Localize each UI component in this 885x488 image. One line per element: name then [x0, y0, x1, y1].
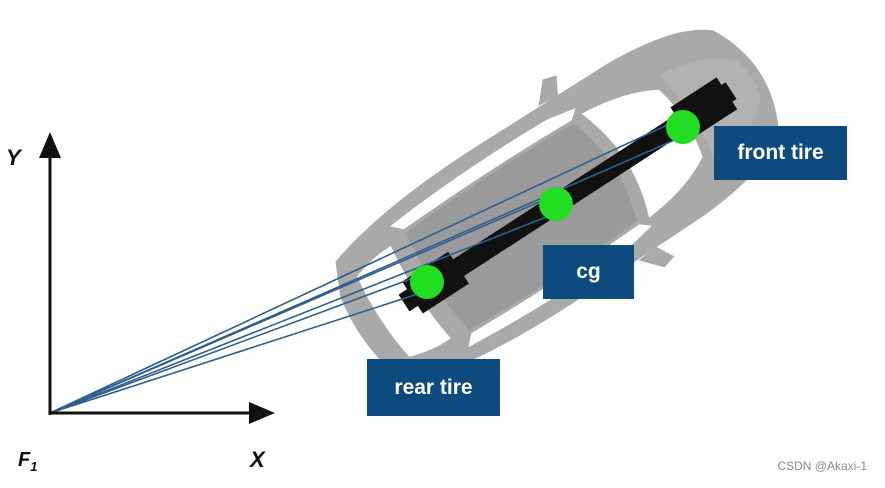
position-vectors [49, 118, 687, 414]
rear-tire-point [410, 265, 444, 299]
mirror-left [538, 75, 558, 107]
mirror-right [638, 246, 675, 268]
cg-ray [49, 211, 560, 414]
rear-tire-ray [49, 273, 425, 414]
rear-tire-label: rear tire [367, 359, 500, 416]
front-tire-point [666, 110, 700, 144]
cg-label: cg [543, 245, 634, 299]
watermark: CSDN @Akaxi-1 [777, 459, 867, 473]
y-axis-label: Y [6, 145, 21, 170]
origin-letter: F [18, 449, 31, 471]
rear-tire-ray [49, 289, 431, 414]
front-tire-ray [49, 134, 687, 414]
reference-points [410, 110, 700, 299]
cg-point [539, 187, 573, 221]
x-axis-label: X [250, 447, 265, 472]
y-axis-arrow-icon [39, 132, 61, 158]
side-window-top [389, 108, 576, 230]
front-tire-label: front tire [714, 126, 847, 180]
x-axis-arrow-icon [249, 402, 275, 424]
front-tire-ray [49, 118, 681, 414]
origin-subscript: 1 [30, 459, 38, 474]
origin-label: F1 [18, 449, 37, 474]
